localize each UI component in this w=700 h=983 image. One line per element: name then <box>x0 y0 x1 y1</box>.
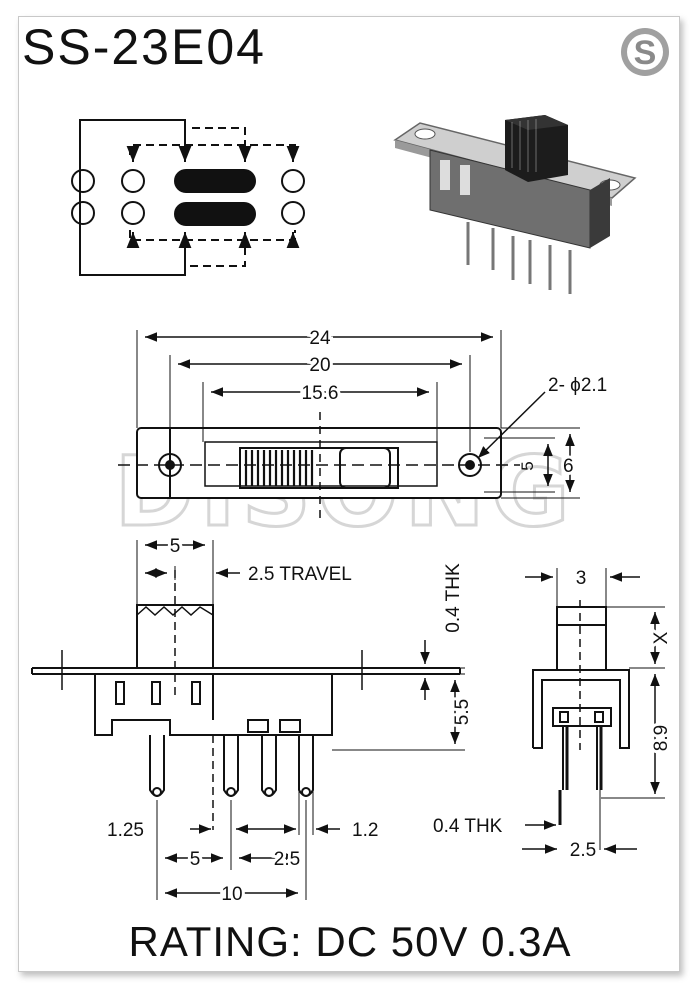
rating-text: RATING: DC 50V 0.3A <box>128 918 572 965</box>
front-view-drawing <box>31 540 465 900</box>
dim-6: 6 <box>563 456 574 477</box>
dim-20: 20 <box>309 355 330 376</box>
dim-5-body: 5 <box>518 461 537 470</box>
top-view-drawing <box>118 330 580 520</box>
contact-schematic <box>71 119 305 276</box>
dim-overall-10: 10 <box>221 884 242 905</box>
dim-pin-thk: 0.4 THK <box>433 816 503 837</box>
dim-0-4-thk: 0.4 THK <box>443 563 464 633</box>
switch-photo <box>393 115 637 294</box>
dim-holes: 2- ϕ2.1 <box>548 375 607 396</box>
dim-1-2: 1.2 <box>352 820 378 841</box>
side-view-drawing <box>522 568 665 854</box>
dim-x: X <box>651 631 672 644</box>
dim-5-5: 5.5 <box>452 699 473 725</box>
dim-15-6: 15.6 <box>302 383 339 404</box>
dim-pitch-5: 5 <box>190 849 201 870</box>
dim-8-9: 8.9 <box>651 725 672 751</box>
side-view-labels: 3 X 8.9 0.4 THK 2.5 <box>433 568 675 864</box>
dim-side-3: 3 <box>576 568 587 589</box>
dim-pitch-2-5: 2.5 <box>274 849 300 870</box>
brand-logo: S <box>621 28 669 76</box>
logo-letter: S <box>634 34 657 72</box>
dim-travel: 2.5 TRAVEL <box>248 564 352 585</box>
front-view-labels: 5 2.5 TRAVEL 0.4 THK 5.5 1.25 1.2 5 2.5 … <box>107 533 476 908</box>
part-number-title: SS-23E04 <box>22 19 266 75</box>
dim-actuator-5: 5 <box>170 536 181 557</box>
dim-pin-2-5: 2.5 <box>570 840 596 861</box>
dim-24: 24 <box>309 328 331 349</box>
top-view-labels: 24 20 15.6 2- ϕ2.1 5 6 <box>299 325 608 480</box>
dim-1-25: 1.25 <box>107 820 144 841</box>
